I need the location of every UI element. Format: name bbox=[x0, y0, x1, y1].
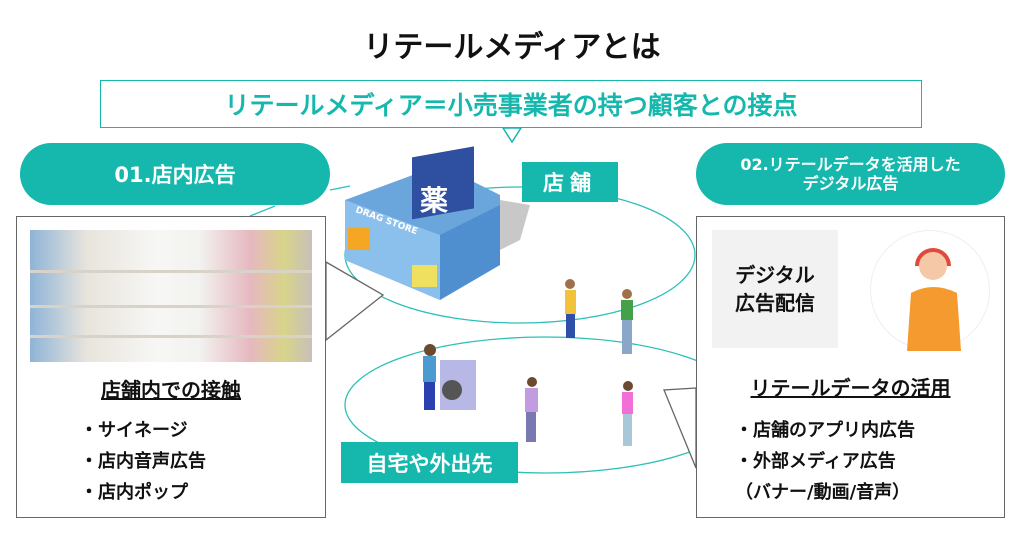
digital-list: ・店舗のアプリ内広告 ・外部メディア広告 （バナー/動画/音声） bbox=[735, 415, 915, 508]
instore-heading: 店舗内での接触 bbox=[101, 378, 241, 402]
instore-ad-label: 01.店内広告 bbox=[20, 143, 330, 205]
store-kanji-sign: 薬 bbox=[420, 184, 448, 217]
list-item: ・店舗のアプリ内広告 bbox=[735, 420, 915, 441]
home-outside-tag: 自宅や外出先 bbox=[341, 442, 518, 483]
instore-list: ・サイネージ ・店内音声広告 ・店内ポップ bbox=[80, 415, 206, 508]
digital-ad-label: 02.リテールデータを活用したデジタル広告 bbox=[696, 143, 1005, 205]
left-callout-pointer bbox=[325, 260, 385, 342]
list-item: ・店内音声広告 bbox=[80, 451, 206, 472]
list-item: ・サイネージ bbox=[80, 420, 188, 441]
list-item: ・外部メディア広告 bbox=[735, 451, 896, 472]
store-interior-photo bbox=[30, 230, 312, 362]
delivery-line1: デジタル bbox=[735, 263, 815, 287]
drugstore-illustration: 薬 DRAG STORE bbox=[345, 146, 530, 300]
page-title: リテールメディアとは bbox=[363, 30, 661, 65]
right-callout-pointer bbox=[663, 387, 697, 469]
list-item: （バナー/動画/音声） bbox=[735, 482, 911, 503]
people-illustration bbox=[423, 279, 633, 446]
delivery-line2: 広告配信 bbox=[735, 291, 815, 315]
subtitle-banner: リテールメディア＝小売事業者の持つ顧客との接点 bbox=[100, 80, 922, 128]
subtitle-pointer bbox=[501, 127, 523, 144]
digital-ad-label-line1: 02.リテールデータを活用した bbox=[740, 155, 961, 174]
customer-with-headphones-illustration bbox=[870, 230, 990, 351]
digital-ad-label-line2: デジタル広告 bbox=[802, 174, 899, 193]
list-item: ・店内ポップ bbox=[80, 482, 188, 503]
retail-data-heading: リテールデータの活用 bbox=[750, 376, 951, 400]
digital-ad-delivery-box: デジタル広告配信 bbox=[712, 230, 838, 348]
store-tag: 店舗 bbox=[522, 162, 618, 202]
